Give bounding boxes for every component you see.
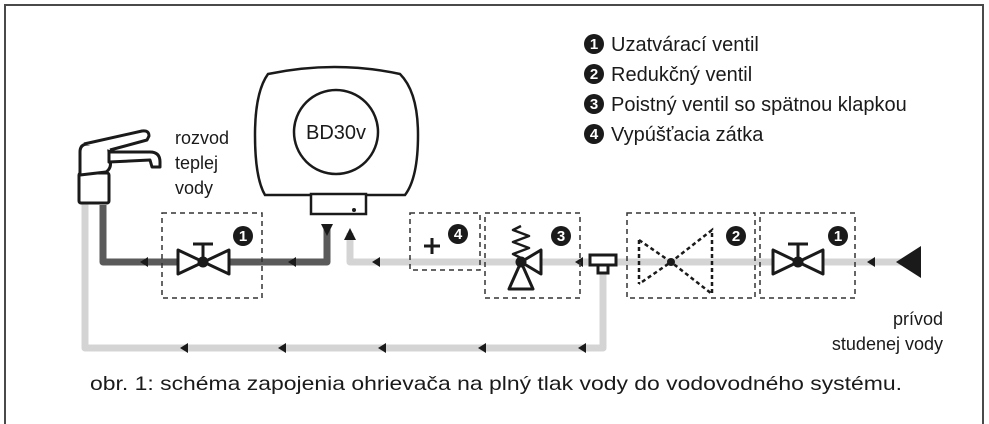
component-badge: 1	[828, 226, 848, 246]
svg-text:4: 4	[454, 226, 463, 243]
svg-text:Poistný ventil so spätnou klap: Poistný ventil so spätnou klapkou	[611, 94, 907, 116]
svg-text:3: 3	[557, 228, 565, 245]
shutoff-valve-left-icon	[176, 242, 231, 276]
svg-text:3: 3	[590, 96, 598, 113]
boiler-connection-box	[309, 192, 368, 216]
hot-water-label: rozvod teplej vody	[175, 128, 229, 198]
inlet-arrow	[896, 246, 921, 278]
faucet-icon	[77, 129, 162, 205]
svg-text:studenej vody: studenej vody	[832, 334, 943, 354]
svg-text:vody: vody	[175, 178, 213, 198]
svg-text:1: 1	[834, 228, 842, 245]
drain-plug-icon	[424, 238, 440, 254]
tee-fitting-icon	[588, 253, 618, 275]
hot-water-pipe	[99, 205, 331, 266]
figure-caption: obr. 1: schéma zapojenia ohrievača na pl…	[90, 373, 902, 395]
component-badge: 4	[448, 224, 468, 244]
svg-text:4: 4	[590, 126, 599, 143]
reducer-valve-frame	[626, 212, 756, 299]
flow-arrow	[867, 257, 875, 267]
component-badge: 2	[726, 226, 746, 246]
legend-item: 2 Redukčný ventil	[584, 64, 752, 86]
shutoff-valve-right-icon	[771, 242, 825, 276]
legend: 1 Uzatvárací ventil 2 Redukčný ventil 3 …	[584, 34, 907, 146]
figure-frame	[4, 4, 984, 424]
svg-text:2: 2	[732, 228, 740, 245]
inlet-up-arrow	[344, 228, 356, 240]
svg-text:Uzatvárací ventil: Uzatvárací ventil	[611, 34, 759, 56]
cold-water-label: prívod studenej vody	[832, 309, 943, 354]
safety-valve-icon	[507, 224, 543, 291]
cold-main-pipe	[346, 233, 905, 266]
flow-arrow	[478, 343, 486, 353]
flow-arrows	[140, 257, 875, 353]
flow-arrow	[378, 343, 386, 353]
flow-arrow	[372, 257, 380, 267]
svg-text:Redukčný ventil: Redukčný ventil	[611, 64, 752, 86]
reducer-valve-core	[667, 258, 675, 266]
flow-arrow	[578, 343, 586, 353]
boiler: BD30v	[253, 65, 420, 216]
svg-text:1: 1	[239, 228, 247, 245]
legend-item: 1 Uzatvárací ventil	[584, 34, 759, 56]
safety-valve-frame	[484, 212, 581, 299]
svg-text:Vypúšťacia zátka: Vypúšťacia zátka	[611, 124, 764, 146]
flow-arrow	[140, 257, 148, 267]
svg-text:1: 1	[590, 36, 598, 53]
cold-bypass-pipe	[81, 200, 607, 352]
flow-arrow	[575, 257, 583, 267]
flow-arrow	[278, 343, 286, 353]
flow-arrow	[288, 257, 296, 267]
legend-item: 3 Poistný ventil so spätnou klapkou	[584, 94, 907, 116]
shutoff-valve-right-frame	[759, 212, 856, 299]
cold-water-pipes	[81, 200, 905, 352]
outlet-arrow	[321, 224, 333, 236]
plumbing-diagram: BD30v	[77, 34, 943, 395]
component-badge: 3	[551, 226, 571, 246]
svg-text:2: 2	[590, 66, 598, 83]
svg-text:teplej: teplej	[175, 153, 218, 173]
drain-plug-frame	[409, 212, 481, 271]
flow-arrow	[180, 343, 188, 353]
boiler-model-label: BD30v	[306, 122, 366, 144]
shutoff-valve-left-frame	[161, 212, 263, 299]
component-badge: 1	[233, 226, 253, 246]
component-frames	[161, 212, 856, 299]
boiler-dial	[292, 88, 380, 176]
legend-item: 4 Vypúšťacia zátka	[584, 124, 764, 146]
svg-text:prívod: prívod	[893, 309, 943, 329]
svg-text:rozvod: rozvod	[175, 128, 229, 148]
